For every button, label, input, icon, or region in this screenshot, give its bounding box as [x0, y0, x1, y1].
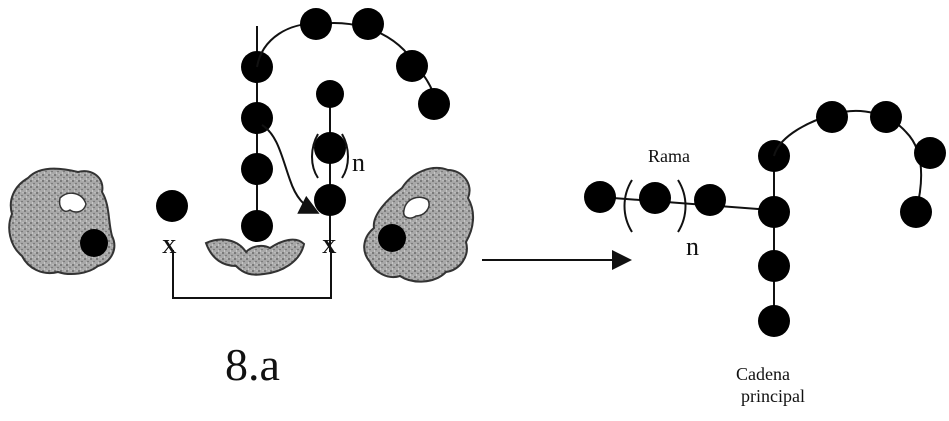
enzyme-blob-icon — [364, 168, 473, 282]
repeat-subscript-right: n — [686, 232, 699, 262]
main-chain-label-line1: Cadena — [736, 364, 790, 385]
sugar-bead — [584, 181, 616, 213]
paren-close — [678, 180, 686, 232]
sugar-bead — [900, 196, 932, 228]
figure-label: 8.a — [225, 338, 280, 391]
site-marker-left: X — [162, 236, 176, 259]
sugar-bead — [758, 196, 790, 228]
sugar-bead — [352, 8, 384, 40]
branch-label: Rama — [648, 146, 690, 167]
sugar-bead — [241, 210, 273, 242]
sugar-bead — [694, 184, 726, 216]
site-marker-right: X — [322, 236, 336, 259]
sugar-bead — [316, 80, 344, 108]
sugar-bead — [300, 8, 332, 40]
sugar-bead — [758, 305, 790, 337]
sugar-bead — [870, 101, 902, 133]
sugar-bead — [758, 250, 790, 282]
sugar-bead — [241, 153, 273, 185]
main-chain-label-line2: principal — [741, 386, 805, 407]
sugar-bead — [314, 184, 346, 216]
sugar-bead — [80, 229, 108, 257]
sugar-bead — [816, 101, 848, 133]
sugar-bead — [314, 132, 346, 164]
sugar-bead — [378, 224, 406, 252]
sugar-bead — [396, 50, 428, 82]
sugar-bead — [418, 88, 450, 120]
enzyme-blob-icon — [9, 169, 114, 274]
sugar-bead — [639, 182, 671, 214]
sugar-bead — [156, 190, 188, 222]
sugar-bead — [914, 137, 946, 169]
repeat-subscript-left: n — [352, 148, 365, 178]
enzyme-fragment-icon — [206, 240, 304, 275]
paren-open — [625, 180, 633, 232]
